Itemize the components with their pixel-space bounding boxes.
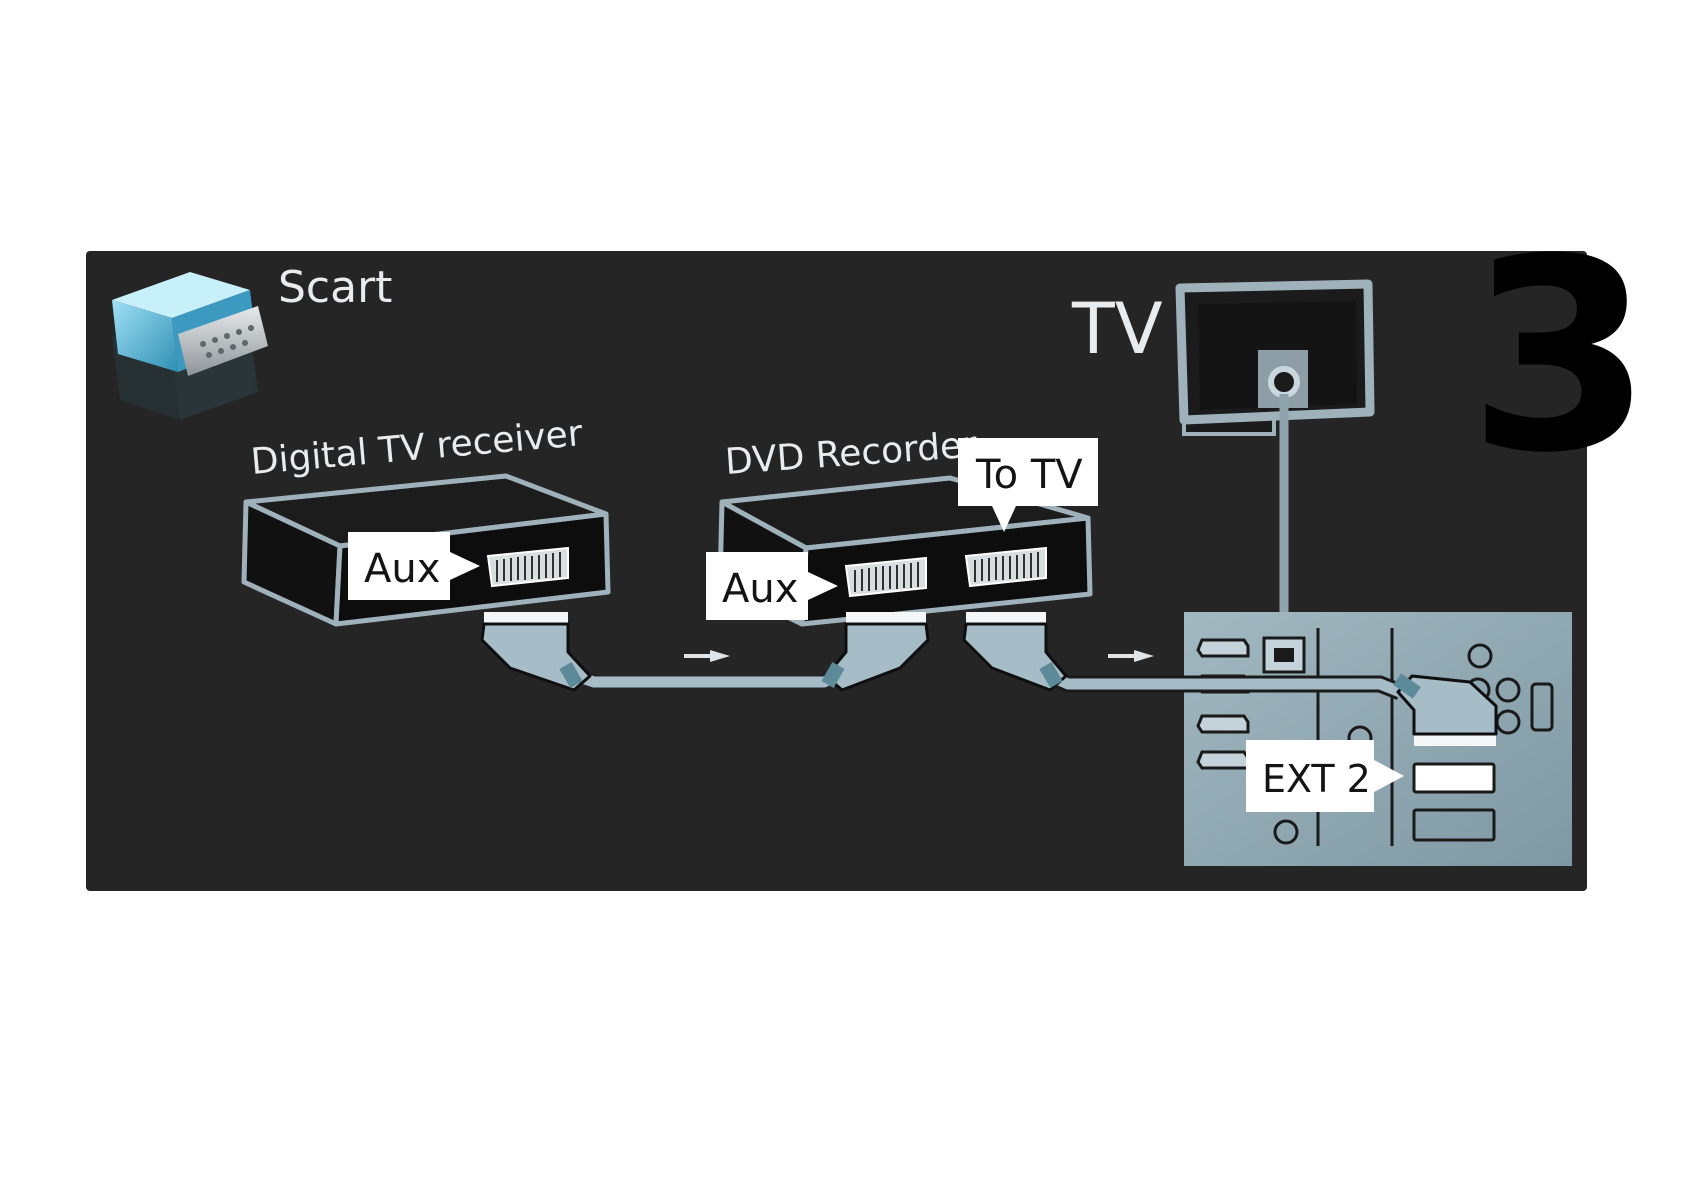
- scart-port-icon: [844, 556, 927, 598]
- to-tv-label: To TV: [975, 452, 1083, 498]
- recorder-aux-callout: Aux: [706, 552, 838, 620]
- scart-label: Scart: [278, 262, 392, 313]
- step-number: 3: [1468, 203, 1652, 511]
- scart-cable-1: [480, 612, 930, 692]
- ext2-callout: EXT 2: [1246, 740, 1404, 812]
- ext2-scart-socket: [1412, 762, 1496, 794]
- scart-port-icon: [964, 546, 1047, 588]
- hdmi-port-icon: [1196, 750, 1250, 770]
- receiver-aux-label: Aux: [364, 546, 440, 592]
- scart-cable-2: [962, 612, 1498, 746]
- ext1-scart-socket: [1412, 808, 1496, 842]
- tv-connection-panel: [1184, 612, 1572, 866]
- round-jack-icon: [1467, 643, 1493, 669]
- ext2-label: EXT 2: [1262, 757, 1371, 801]
- arrow-right-icon: [684, 650, 730, 662]
- to-tv-callout: To TV: [958, 438, 1098, 532]
- port-icon: [1530, 682, 1554, 732]
- tv-icon: [1175, 279, 1375, 436]
- round-jack-icon: [1495, 677, 1521, 703]
- hdmi-port-icon: [1196, 638, 1250, 658]
- scart-port-icon: [486, 546, 569, 588]
- round-jack-icon: [1273, 819, 1299, 845]
- scart-connector-icon: [112, 272, 268, 420]
- network-port-icon: [1262, 636, 1306, 674]
- receiver-aux-callout: Aux: [348, 532, 480, 600]
- recorder-aux-label: Aux: [722, 566, 798, 612]
- hdmi-port-icon: [1196, 714, 1250, 734]
- arrow-right-icon: [1108, 650, 1154, 662]
- tv-connector-icon: [1268, 366, 1300, 398]
- tv-label: TV: [1071, 288, 1163, 370]
